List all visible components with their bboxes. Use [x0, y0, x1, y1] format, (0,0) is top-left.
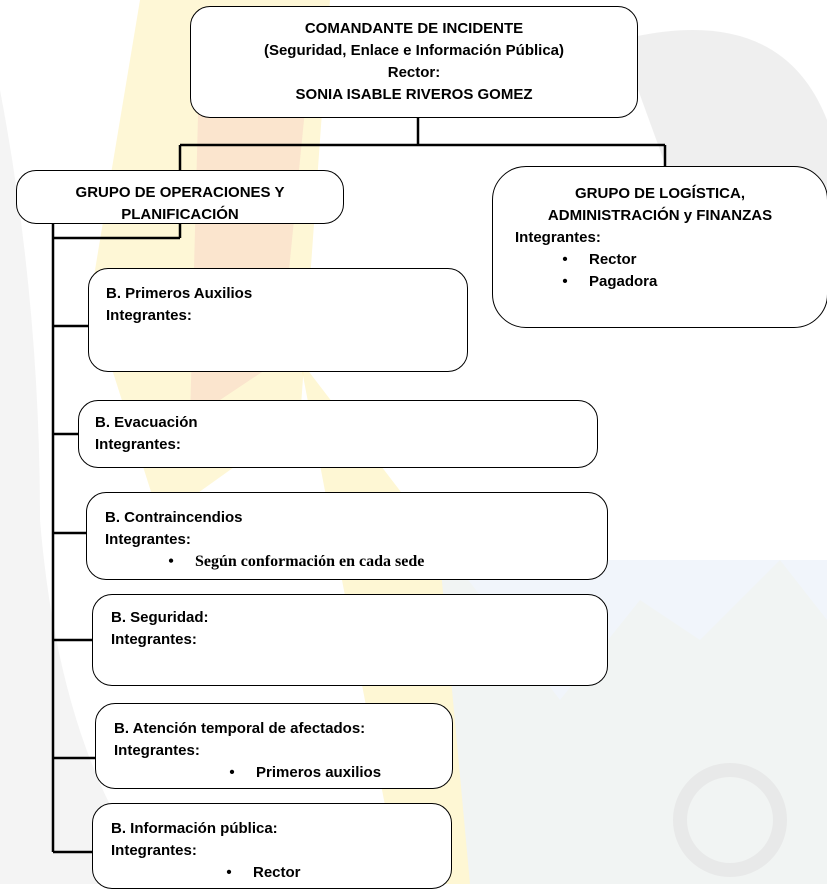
brigade-members-label: Integrantes:: [95, 436, 181, 453]
brigade-security-box: B. Seguridad: Integrantes:: [92, 594, 608, 686]
brigade-title: B. Seguridad:: [111, 609, 209, 626]
logistics-member-name: Rector: [589, 251, 637, 268]
brigade-member-name: Rector: [253, 864, 301, 881]
brigade-title: B. Atención temporal de afectados:: [114, 720, 366, 737]
bullet-icon: •: [226, 864, 232, 881]
bullet-icon: •: [229, 764, 235, 781]
brigade-title: B. Primeros Auxilios: [106, 285, 253, 302]
bullet-icon: •: [168, 553, 174, 570]
brigade-public-info-box: B. Información pública: Integrantes: • R…: [92, 803, 452, 889]
logistics-group-subtitle: ADMINISTRACIÓN y FINANZAS: [547, 207, 773, 224]
logistics-members-label: Integrantes:: [515, 229, 601, 246]
brigade-firefighting-box: B. Contraincendios Integrantes: • Según …: [86, 492, 608, 580]
brigade-first-aid-box: B. Primeros Auxilios Integrantes:: [88, 268, 468, 372]
brigade-member-item: • Rector: [111, 862, 451, 884]
brigade-member-name: Primeros auxilios: [256, 764, 382, 781]
brigade-evacuation-box: B. Evacuación Integrantes:: [78, 400, 598, 468]
logistics-member-name: Pagadora: [589, 273, 658, 290]
commander-title: COMANDANTE DE INCIDENTE: [304, 20, 524, 37]
logistics-member-item: • Pagadora: [493, 271, 827, 293]
brigade-title: B. Evacuación: [95, 414, 198, 431]
brigade-members-label: Integrantes:: [111, 842, 197, 859]
logistics-member-item: • Rector: [493, 249, 827, 271]
commander-subtitle: (Seguridad, Enlace e Información Pública…: [263, 42, 565, 59]
commander-box: COMANDANTE DE INCIDENTE (Seguridad, Enla…: [190, 6, 638, 118]
commander-role: Rector:: [387, 64, 441, 81]
logistics-group-box: GRUPO DE LOGÍSTICA, ADMINISTRACIÓN y FIN…: [492, 166, 827, 328]
brigade-members-label: Integrantes:: [114, 742, 200, 759]
brigade-member-item: • Según conformación en cada sede: [105, 551, 607, 573]
brigade-members-label: Integrantes:: [105, 531, 191, 548]
operations-group-title: GRUPO DE OPERACIONES Y: [75, 184, 285, 201]
commander-name: SONIA ISABLE RIVEROS GOMEZ: [295, 86, 533, 103]
bullet-icon: •: [562, 273, 568, 290]
brigade-temporary-care-box: B. Atención temporal de afectados: Integ…: [95, 703, 453, 789]
brigade-members-label: Integrantes:: [111, 631, 197, 648]
bullet-icon: •: [562, 251, 568, 268]
operations-group-subtitle: PLANIFICACIÓN: [121, 206, 239, 223]
brigade-title: B. Información pública:: [111, 820, 278, 837]
operations-group-box: GRUPO DE OPERACIONES Y PLANIFICACIÓN: [16, 170, 344, 224]
brigade-title: B. Contraincendios: [105, 509, 243, 526]
brigade-member-name: Según conformación en cada sede: [195, 553, 425, 570]
brigade-member-item: • Primeros auxilios: [114, 762, 452, 784]
brigade-members-label: Integrantes:: [106, 307, 192, 324]
logistics-group-title: GRUPO DE LOGÍSTICA,: [574, 185, 745, 202]
